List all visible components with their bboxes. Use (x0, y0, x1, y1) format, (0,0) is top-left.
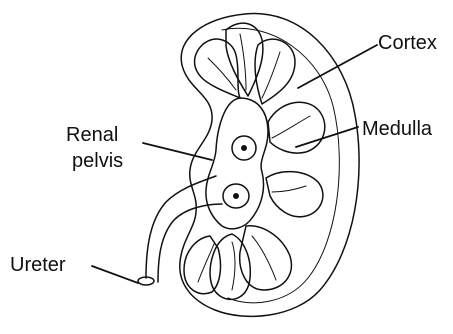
medulla-leader-line (296, 127, 358, 147)
renal-pelvis-outline (206, 98, 268, 229)
striation (240, 34, 246, 90)
renal-pelvis-label-line2: pelvis (72, 150, 123, 172)
striation (262, 52, 280, 98)
striation (272, 116, 310, 138)
kidney-outline (180, 13, 359, 316)
calyx-openings (223, 136, 256, 208)
ureter-label: Ureter (10, 254, 66, 276)
striation (252, 236, 276, 280)
renal-pelvis-label-line1: Renal (66, 124, 118, 146)
cortex-leader-line (298, 45, 377, 88)
calyx-upper-center (241, 145, 247, 151)
striation (272, 186, 306, 192)
striation (232, 242, 235, 290)
pyramid-lower-right (266, 172, 323, 217)
medulla-pyramids (184, 23, 325, 299)
pyramid-top-right (255, 39, 295, 104)
ureter-leader-line (92, 266, 138, 283)
pyramid-mid-right (268, 102, 325, 153)
pyramid-bottom-right (240, 226, 292, 290)
renal-pelvis-leader-line (143, 143, 212, 160)
calyx-lower-center (233, 193, 239, 199)
cortex-label: Cortex (378, 32, 437, 54)
pyramid-bottom-left (184, 236, 220, 294)
medulla-label: Medulla (362, 118, 433, 140)
